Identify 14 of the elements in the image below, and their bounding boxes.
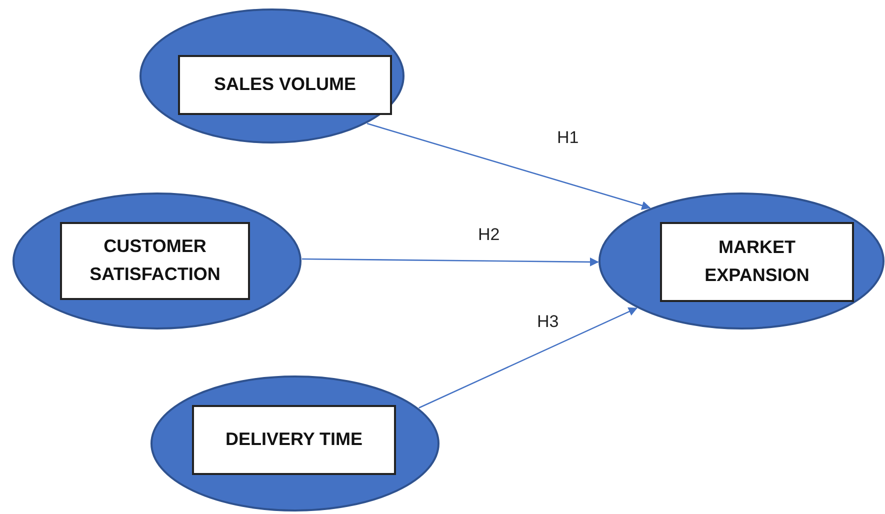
- edge-label: H3: [537, 312, 559, 332]
- node-label: DELIVERY TIME: [225, 428, 363, 452]
- edge-label: H1: [557, 128, 579, 148]
- node-label: CUSTOMER SATISFACTION: [88, 235, 222, 286]
- arrow: [418, 307, 638, 408]
- node-label: MARKET EXPANSION: [704, 236, 810, 287]
- label-box: [178, 55, 392, 115]
- node-label: SALES VOLUME: [214, 73, 356, 96]
- arrow: [366, 122, 651, 210]
- label-box: [192, 405, 396, 475]
- arrow: [302, 257, 599, 266]
- label-box: [660, 222, 854, 302]
- label-box: [60, 222, 250, 300]
- edge-label: H2: [478, 225, 500, 245]
